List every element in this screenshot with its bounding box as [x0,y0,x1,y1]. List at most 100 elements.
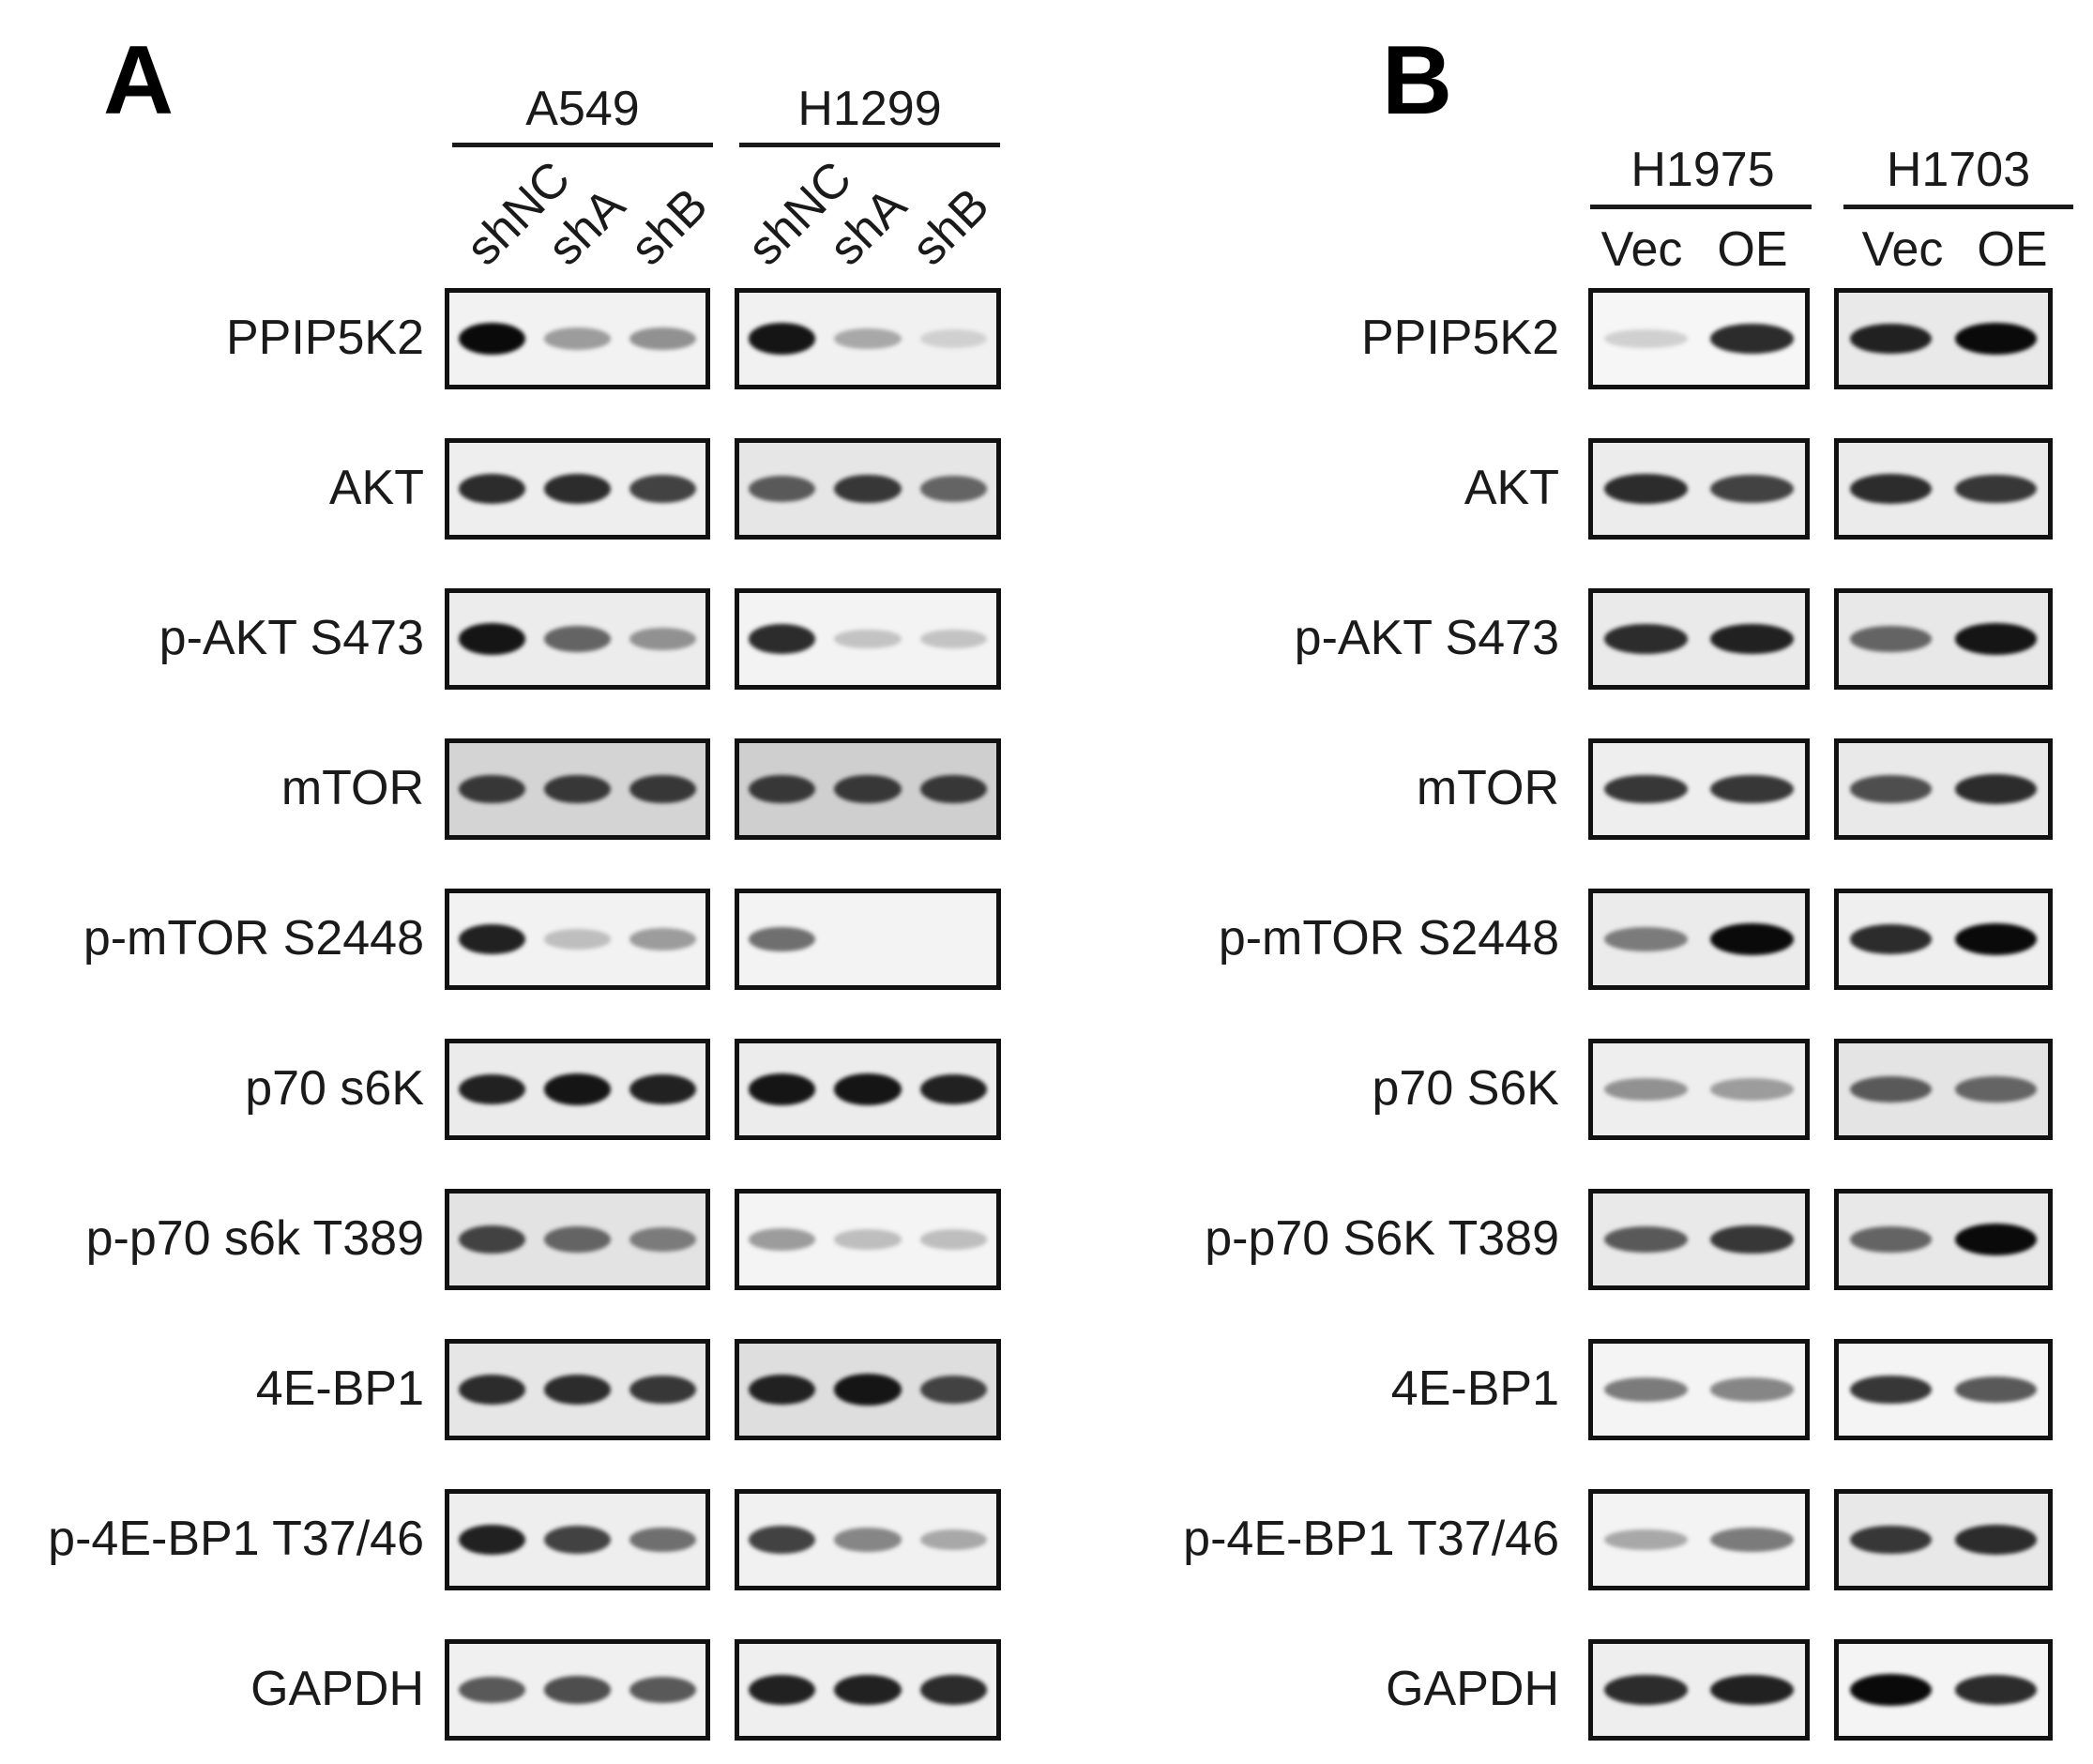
band [459,1676,525,1704]
band [1954,1076,2037,1102]
band [1710,1377,1794,1402]
band [1850,474,1933,504]
band [749,1228,816,1251]
panel-b-blot-box [1588,1039,1810,1140]
band [629,1375,696,1405]
panel-a-cell-line-h1299: H1299 [797,82,942,136]
band [1850,1075,1933,1103]
band [1954,1224,2037,1255]
panel-b-blot-box [1588,1339,1810,1440]
band [1604,329,1688,348]
panel-a-row-label: p-4E-BP1 T37/46 [48,1512,424,1566]
panel-a-group-line-h1299 [739,143,1000,147]
panel-b-row-label: PPIP5K2 [1360,311,1559,365]
band [1604,927,1688,951]
band [1850,323,1933,355]
band [629,774,696,804]
panel-a-blot-box [445,738,710,840]
panel-b-row-label: 4E-BP1 [1390,1361,1559,1416]
band [1850,626,1933,652]
band [1604,1225,1688,1254]
band [919,1073,987,1105]
band [544,1226,611,1253]
panel-a-blot-box [735,588,1001,690]
band [459,1375,525,1405]
panel-b-blot-box [1588,1489,1810,1590]
band [629,1073,696,1105]
panel-a-blot-box [735,889,1001,990]
band [1710,1224,1794,1255]
band [629,928,696,950]
band [459,474,525,504]
band [459,923,525,955]
band [544,1526,611,1554]
panel-b-lane-h1975-oe: OE [1717,222,1788,277]
band [544,929,611,950]
panel-a-blot-box [735,1639,1001,1741]
band [919,1528,987,1551]
band [1954,1376,2037,1404]
panel-b-row-label: p-mTOR S2448 [1218,911,1559,966]
band [919,774,987,804]
band [459,1524,525,1556]
panel-b-letter: B [1382,26,1453,135]
band [1604,474,1688,504]
band [749,323,816,355]
band [1604,1077,1688,1102]
band [629,1227,696,1252]
band [544,474,611,504]
band [919,1675,987,1705]
panel-a-blot-box [735,288,1001,389]
panel-a-row-label: p70 s6K [245,1061,424,1116]
band [1850,1674,1933,1706]
band [1954,1525,2037,1555]
band [749,475,816,503]
band [1954,474,2037,504]
band [1850,1375,1933,1405]
band [459,623,525,655]
panel-b-blot-box [1834,588,2053,690]
band [919,1376,987,1404]
panel-a-blot-box [445,1339,710,1440]
band [749,926,816,952]
band [919,629,987,649]
panel-a-row-label: PPIP5K2 [225,311,424,365]
band [1710,1674,1794,1706]
band [919,476,987,502]
panel-b-blot-box [1588,1189,1810,1290]
band [629,475,696,503]
panel-b-row-label: p-4E-BP1 T37/46 [1183,1512,1559,1566]
band [1710,1528,1794,1552]
panel-a-blot-box [445,1039,710,1140]
panel-b-blot-box [1834,1189,2053,1290]
panel-a-blot-box [445,1489,710,1590]
panel-b-blot-box [1588,588,1810,690]
panel-b-row-label: mTOR [1416,761,1559,815]
panel-b-blot-box [1588,738,1810,840]
band [1710,774,1794,804]
band [749,1073,816,1105]
panel-a-row-label: p-mTOR S2448 [83,911,424,966]
panel-b-blot-box [1588,889,1810,990]
band [749,1674,816,1706]
band [1604,1675,1688,1705]
band [919,1229,987,1250]
panel-b-lane-h1975-vec: Vec [1600,222,1683,277]
band [544,1073,611,1105]
panel-b-blot-box [1588,438,1810,540]
band [1604,1377,1688,1402]
panel-b-cell-line-h1703: H1703 [1886,143,2031,197]
panel-a-blot-box [445,588,710,690]
band [834,1073,902,1105]
panel-a-cell-line-a549: A549 [525,82,640,136]
panel-b-row-label: p70 S6K [1372,1061,1560,1116]
band [544,1375,611,1405]
band [1710,923,1794,955]
panel-b-row-label: p-p70 S6K T389 [1205,1211,1559,1266]
panel-a-blot-box [445,1189,710,1290]
band [459,1225,525,1254]
panel-b-cell-line-h1975: H1975 [1630,143,1775,197]
band [544,626,611,652]
panel-a-blot-box [445,1639,710,1741]
band [834,1528,902,1552]
